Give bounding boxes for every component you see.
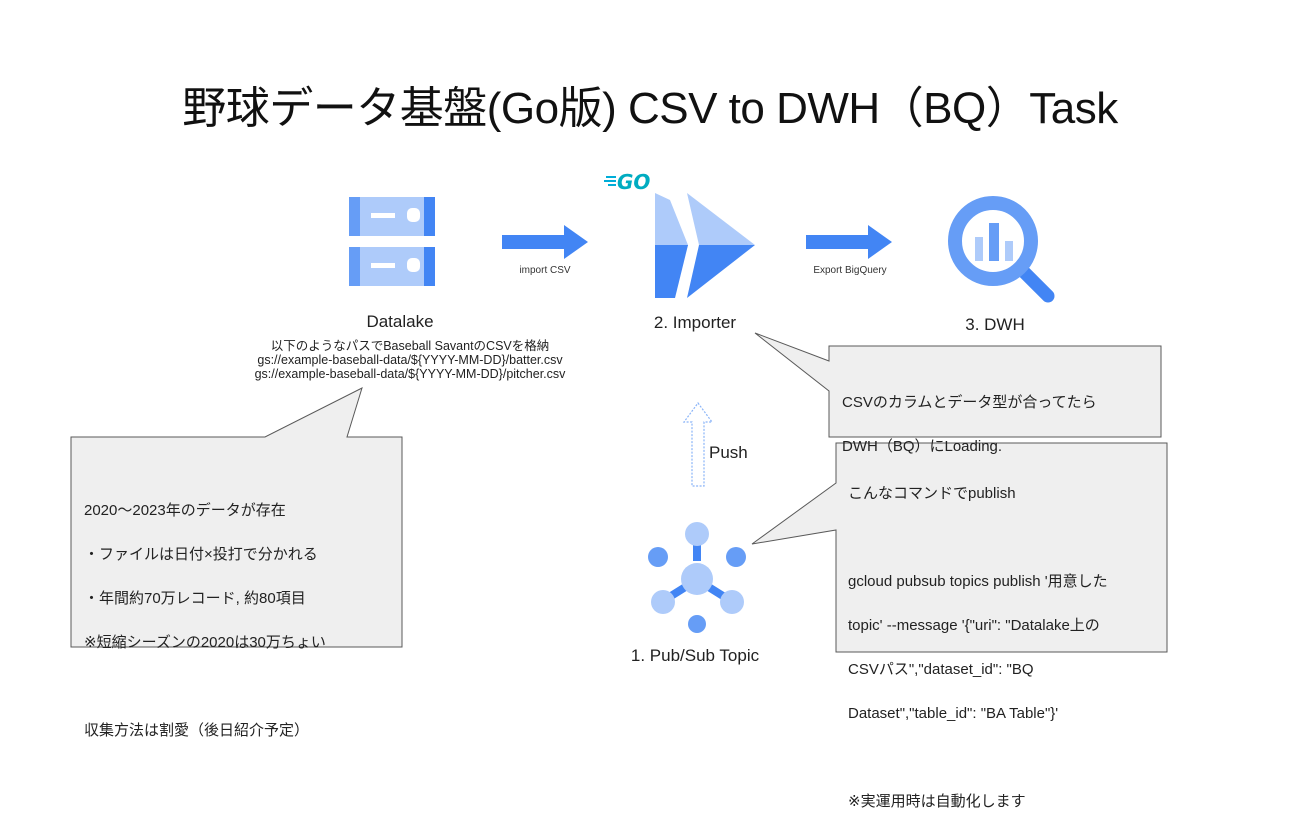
callout-line: こんなコマンドでpublish — [848, 485, 1016, 502]
go-logo-icon: GO — [604, 168, 668, 199]
callout-line: ・年間約70万レコード, 約80項目 — [84, 590, 306, 607]
dwh-label: 3. DWH — [965, 315, 1025, 334]
arrow-right-icon — [502, 225, 588, 259]
callout-line: ・ファイルは日付×投打で分かれる — [84, 546, 318, 563]
push-label: Push — [709, 443, 748, 462]
bigquery-icon — [948, 196, 1055, 303]
callout-command-line: CSVパス","dataset_id": "BQ — [848, 661, 1034, 678]
cloud-run-icon — [655, 193, 755, 298]
pubsub-icon — [648, 522, 746, 633]
callout-datalake-note-shape — [70, 387, 403, 648]
importer-label: 2. Importer — [653, 313, 737, 332]
callout-line: 収集方法は割愛（後日紹介予定） — [84, 722, 310, 739]
callout-line — [84, 676, 326, 698]
storage-server-icon — [349, 197, 435, 286]
callout-line: CSVのカラムとデータ型が合ってたら — [842, 394, 1097, 411]
callout-datalake-note: 2020〜2023年のデータが存在 ・ファイルは日付×投打で分かれる ・年間約7… — [84, 478, 326, 764]
callout-line — [848, 747, 1108, 769]
callout-command-line: gcloud pubsub topics publish '用意した — [848, 573, 1108, 590]
export-bigquery-label: Export BigQuery — [813, 265, 887, 276]
datalake-label: Datalake — [366, 312, 434, 331]
datalake-description: 以下のようなパスでBaseball SavantのCSVを格納 gs://exa… — [210, 339, 610, 381]
callout-line: DWH（BQ）にLoading. — [842, 438, 1003, 455]
arrow-right-icon — [806, 225, 892, 259]
callout-line: ※実運用時は自動化します — [848, 793, 1026, 810]
datalake-path-batter: gs://example-baseball-data/${YYYY-MM-DD}… — [257, 353, 563, 367]
callout-command-line: Dataset","table_id": "BA Table"}' — [848, 705, 1059, 722]
page-title: 野球データ基盤(Go版) CSV to DWH（BQ）Task — [182, 84, 1118, 133]
callout-command-line: topic' --message '{"uri": "Datalake上の — [848, 617, 1100, 634]
datalake-path-pitcher: gs://example-baseball-data/${YYYY-MM-DD}… — [254, 367, 566, 381]
callout-importer-note: CSVのカラムとデータ型が合ってたら DWH（BQ）にLoading. — [842, 370, 1097, 480]
callout-pubsub-note-shape — [751, 442, 1168, 653]
pubsub-label: 1. Pub/Sub Topic — [630, 646, 760, 665]
callout-importer-note-shape — [754, 332, 1162, 438]
arrow-up-outline-icon — [682, 401, 714, 487]
callout-line: 2020〜2023年のデータが存在 — [84, 502, 286, 519]
datalake-description-line: 以下のようなパスでBaseball SavantのCSVを格納 — [270, 339, 550, 353]
import-csv-label: import CSV — [519, 265, 571, 276]
go-logo-text: GO — [617, 170, 650, 194]
callout-shapes — [70, 332, 1168, 653]
callout-line: ※短縮シーズンの2020は30万ちょい — [84, 634, 326, 651]
callout-pubsub-note: こんなコマンドでpublish gcloud pubsub topics pub… — [848, 461, 1108, 835]
callout-line — [848, 527, 1108, 549]
